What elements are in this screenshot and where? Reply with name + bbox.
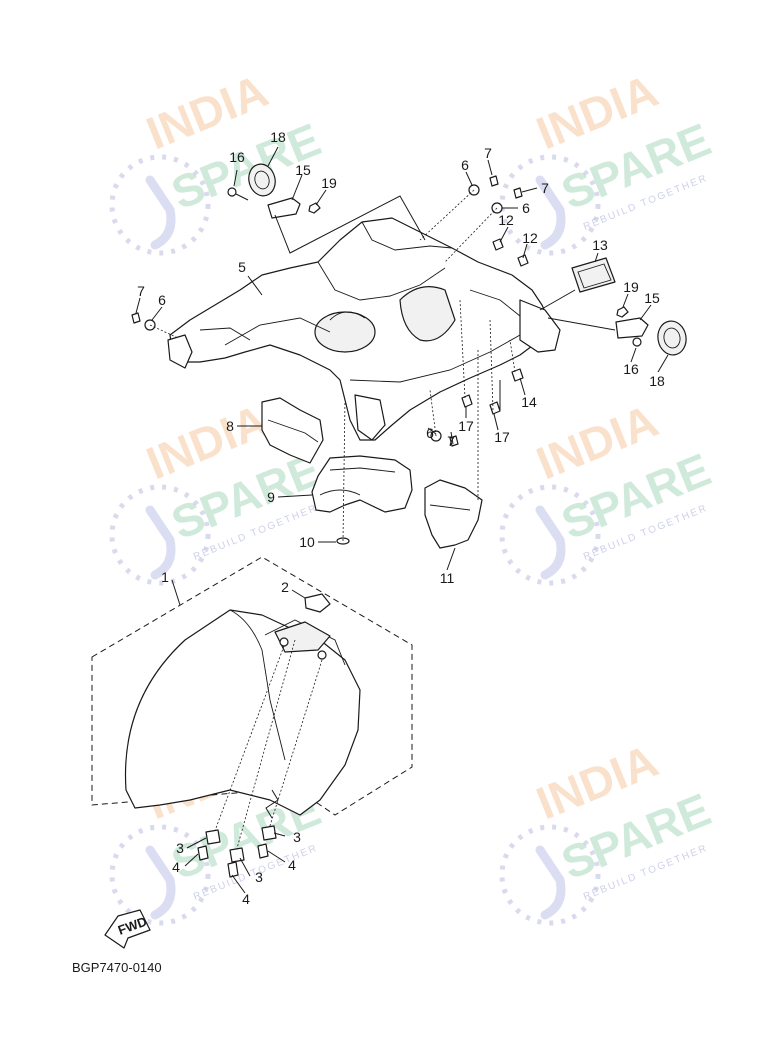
part-12-clip [517,254,529,267]
part-4-bolt [257,843,269,859]
part-13-reflector-plate [571,257,616,293]
callout-3: 3 [255,869,263,885]
callout-3: 3 [176,840,184,856]
part-15-bracket-left [267,197,301,219]
part-3-nut [229,847,245,863]
callout-17: 17 [458,418,474,434]
callout-10: 10 [299,534,315,550]
callout-14: 14 [521,394,537,410]
callout-4: 4 [242,891,250,907]
callout-labels: 1 2 3 3 3 4 4 4 5 6 6 6 6 7 7 7 7 8 9 10… [137,129,665,907]
callout-2: 2 [281,579,289,595]
callout-1: 1 [161,569,169,585]
assembly-lines-upper [149,189,616,542]
callout-7: 7 [447,433,455,449]
part-2-cap [304,593,331,613]
watermark-bottom-right: INDIA SPARE REBUILD TOGETHER [499,734,718,926]
callout-4: 4 [172,859,180,875]
part-4-bolt [197,845,209,861]
callout-7: 7 [484,145,492,161]
part-12-clip [492,238,504,251]
fwd-arrow: FWD [104,909,151,949]
part-7-screw [131,312,141,324]
part-16-bolt-right [632,337,642,347]
part-4-bolt [227,861,239,878]
callout-9: 9 [267,489,275,505]
callout-16: 16 [623,361,639,377]
callout-18: 18 [649,373,665,389]
callout-17: 17 [494,429,510,445]
callout-12: 12 [498,212,514,228]
callout-6: 6 [158,292,166,308]
part-8-flap [261,397,324,464]
part-5-inner-fender [167,217,561,441]
watermark-mid-right: INDIA SPARE REBUILD TOGETHER [499,394,718,586]
part-9-cover [311,455,413,513]
part-3-nut [205,829,221,845]
part-18-reflector-left [248,163,276,197]
part-18-reflector-right [657,320,687,356]
callout-13: 13 [592,237,608,253]
part-7-screw [489,175,499,187]
callout-4: 4 [288,857,296,873]
callout-15: 15 [644,290,660,306]
callout-11: 11 [440,570,455,586]
callout-19: 19 [623,279,639,295]
watermark-top-left: INDIA SPARE [109,64,328,256]
callout-16: 16 [229,149,245,165]
callout-7: 7 [137,283,145,299]
callout-7: 7 [541,180,549,196]
part-16-bolt-left [227,187,249,201]
callout-3: 3 [293,829,301,845]
diagram-code: BGP7470-0140 [72,960,162,975]
callout-12: 12 [522,230,538,246]
callout-18: 18 [270,129,286,145]
part-7-screw [513,187,523,199]
part-11-mud-flap [424,479,483,549]
part-3-nut [261,825,277,841]
part-17-clip [461,394,473,408]
callout-6: 6 [522,200,530,216]
callout-8: 8 [226,418,234,434]
part-14-clip [511,368,524,382]
part-17-clip [489,401,501,415]
watermark-top-right: INDIA SPARE REBUILD TOGETHER [499,64,718,256]
part-15-bracket-right [615,317,649,339]
part-19-nut-left [308,202,321,214]
part-1-front-fender-group [91,556,413,878]
callout-15: 15 [295,162,311,178]
part-19-nut-right [616,306,629,318]
callout-19: 19 [321,175,337,191]
callout-5: 5 [238,259,246,275]
callout-6: 6 [426,425,434,441]
callout-6: 6 [461,157,469,173]
callout-leaders [135,146,669,894]
